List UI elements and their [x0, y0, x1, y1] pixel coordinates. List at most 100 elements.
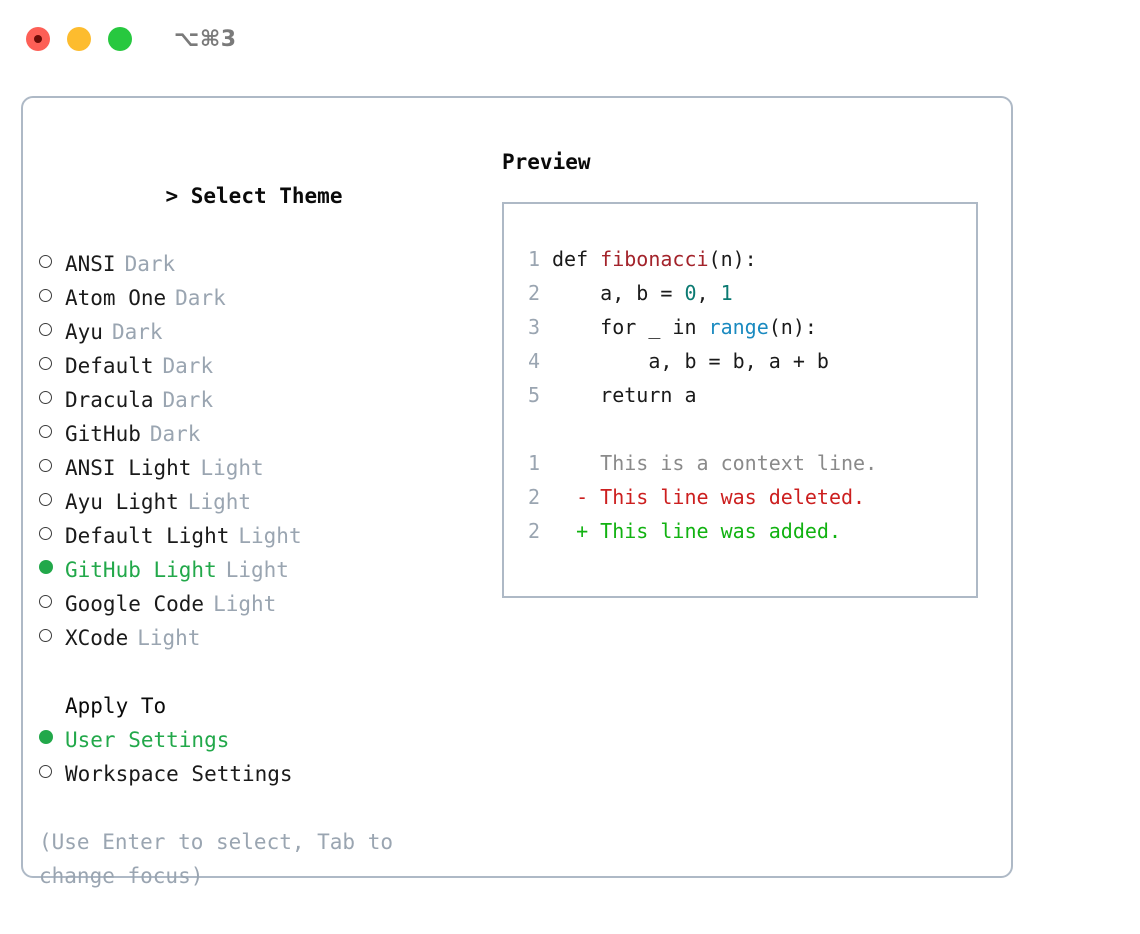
theme-option-default-light[interactable]: Default Light Light	[39, 519, 489, 553]
help-text: (Use Enter to select, Tab to change focu…	[39, 830, 406, 888]
theme-option-category: Light	[213, 592, 277, 616]
radio-unselected-icon	[39, 323, 65, 336]
diff-line-text: - This line was deleted.	[552, 485, 866, 509]
radio-unselected-icon	[39, 255, 65, 268]
theme-option-label: GitHub	[65, 422, 141, 446]
theme-option-category: Dark	[111, 320, 163, 344]
theme-option-label: ANSI Light	[65, 456, 192, 480]
window-controls	[26, 27, 132, 51]
code-line-text: a, b = b, a + b	[540, 344, 829, 378]
code-token-num: 0	[684, 281, 697, 305]
radio-selected-icon	[39, 730, 65, 744]
radio-unselected-icon	[39, 459, 65, 472]
theme-option-category: Light	[238, 524, 302, 548]
radio-mark	[39, 595, 52, 608]
radio-mark	[39, 425, 52, 438]
diff-line-number: 1	[527, 451, 540, 475]
theme-option-google-code[interactable]: Google Code Light	[39, 587, 489, 621]
theme-option-ansi-light[interactable]: ANSI Light Light	[39, 451, 489, 485]
close-button[interactable]	[26, 27, 50, 51]
radio-mark	[39, 730, 53, 744]
select-theme-heading: > Select Theme	[39, 145, 489, 247]
shortcut-label: ⌥⌘3	[174, 26, 237, 52]
radio-unselected-icon	[39, 493, 65, 506]
theme-option-ayu[interactable]: Ayu Dark	[39, 315, 489, 349]
diff-line: 2 + This line was added.	[518, 514, 976, 548]
diff-line: 2 - This line was deleted.	[518, 480, 976, 514]
minimize-button[interactable]	[67, 27, 91, 51]
theme-option-category: Light	[187, 490, 252, 514]
apply-option-label: Workspace Settings	[65, 762, 293, 786]
code-line-text: def fibonacci(n):	[540, 242, 757, 276]
radio-mark	[39, 323, 52, 336]
diff-line-text: + This line was added.	[552, 519, 841, 543]
theme-option-label: Atom One	[65, 286, 167, 310]
code-token-plain: a, b =	[552, 281, 685, 305]
radio-unselected-icon	[39, 629, 65, 642]
theme-option-github-light[interactable]: GitHub Light Light	[39, 553, 489, 587]
radio-mark	[39, 629, 52, 642]
code-token-plain: (n):	[708, 247, 757, 271]
radio-mark	[39, 765, 52, 778]
theme-option-label: Default Light	[65, 524, 230, 548]
code-token-plain: return a	[552, 383, 697, 407]
code-line-number: 3	[527, 315, 540, 339]
radio-mark	[39, 289, 52, 302]
code-token-plain: for _ in	[552, 315, 709, 339]
radio-unselected-icon	[39, 595, 65, 608]
code-token-plain: a, b = b, a + b	[552, 349, 829, 373]
code-line-number: 1	[527, 247, 540, 271]
radio-unselected-icon	[39, 357, 65, 370]
code-line-text: for _ in range(n):	[540, 310, 817, 344]
theme-option-label: GitHub Light	[65, 558, 217, 582]
theme-option-label: Ayu	[65, 320, 103, 344]
radio-selected-icon	[39, 560, 65, 574]
apply-option-user-settings[interactable]: User Settings	[39, 723, 489, 757]
code-line-number: 2	[527, 281, 540, 305]
code-token-fn: fibonacci	[600, 247, 709, 271]
radio-unselected-icon	[39, 425, 65, 438]
radio-unselected-icon	[39, 391, 65, 404]
section-spacer	[39, 655, 489, 689]
title-bar: ⌥⌘3	[0, 0, 1140, 78]
radio-mark	[39, 560, 53, 574]
radio-unselected-icon	[39, 527, 65, 540]
code-diff-spacer	[518, 412, 976, 446]
record-indicator-icon	[34, 35, 42, 43]
theme-option-label: Google Code	[65, 592, 205, 616]
theme-option-label: XCode	[65, 626, 129, 650]
code-line-number: 4	[527, 349, 540, 373]
theme-option-category: Dark	[162, 388, 214, 412]
radio-unselected-icon	[39, 765, 65, 778]
code-line: 4 a, b = b, a + b	[518, 344, 976, 378]
radio-mark	[39, 527, 52, 540]
preview-heading: Preview	[502, 150, 591, 174]
diff-line: 1 This is a context line.	[518, 446, 976, 480]
code-token-plain: ,	[696, 281, 721, 305]
maximize-button[interactable]	[108, 27, 132, 51]
radio-mark	[39, 391, 52, 404]
diff-line-number: 2	[527, 519, 540, 543]
code-line: 3 for _ in range(n):	[518, 310, 976, 344]
theme-option-category: Light	[225, 558, 289, 582]
focus-caret-icon: >	[165, 184, 179, 208]
radio-mark	[39, 357, 52, 370]
code-token-num: 1	[720, 281, 733, 305]
code-line: 5 return a	[518, 378, 976, 412]
apply-option-label: User Settings	[65, 728, 230, 752]
theme-option-category: Light	[200, 456, 264, 480]
apply-option-workspace-settings[interactable]: Workspace Settings	[39, 757, 489, 791]
